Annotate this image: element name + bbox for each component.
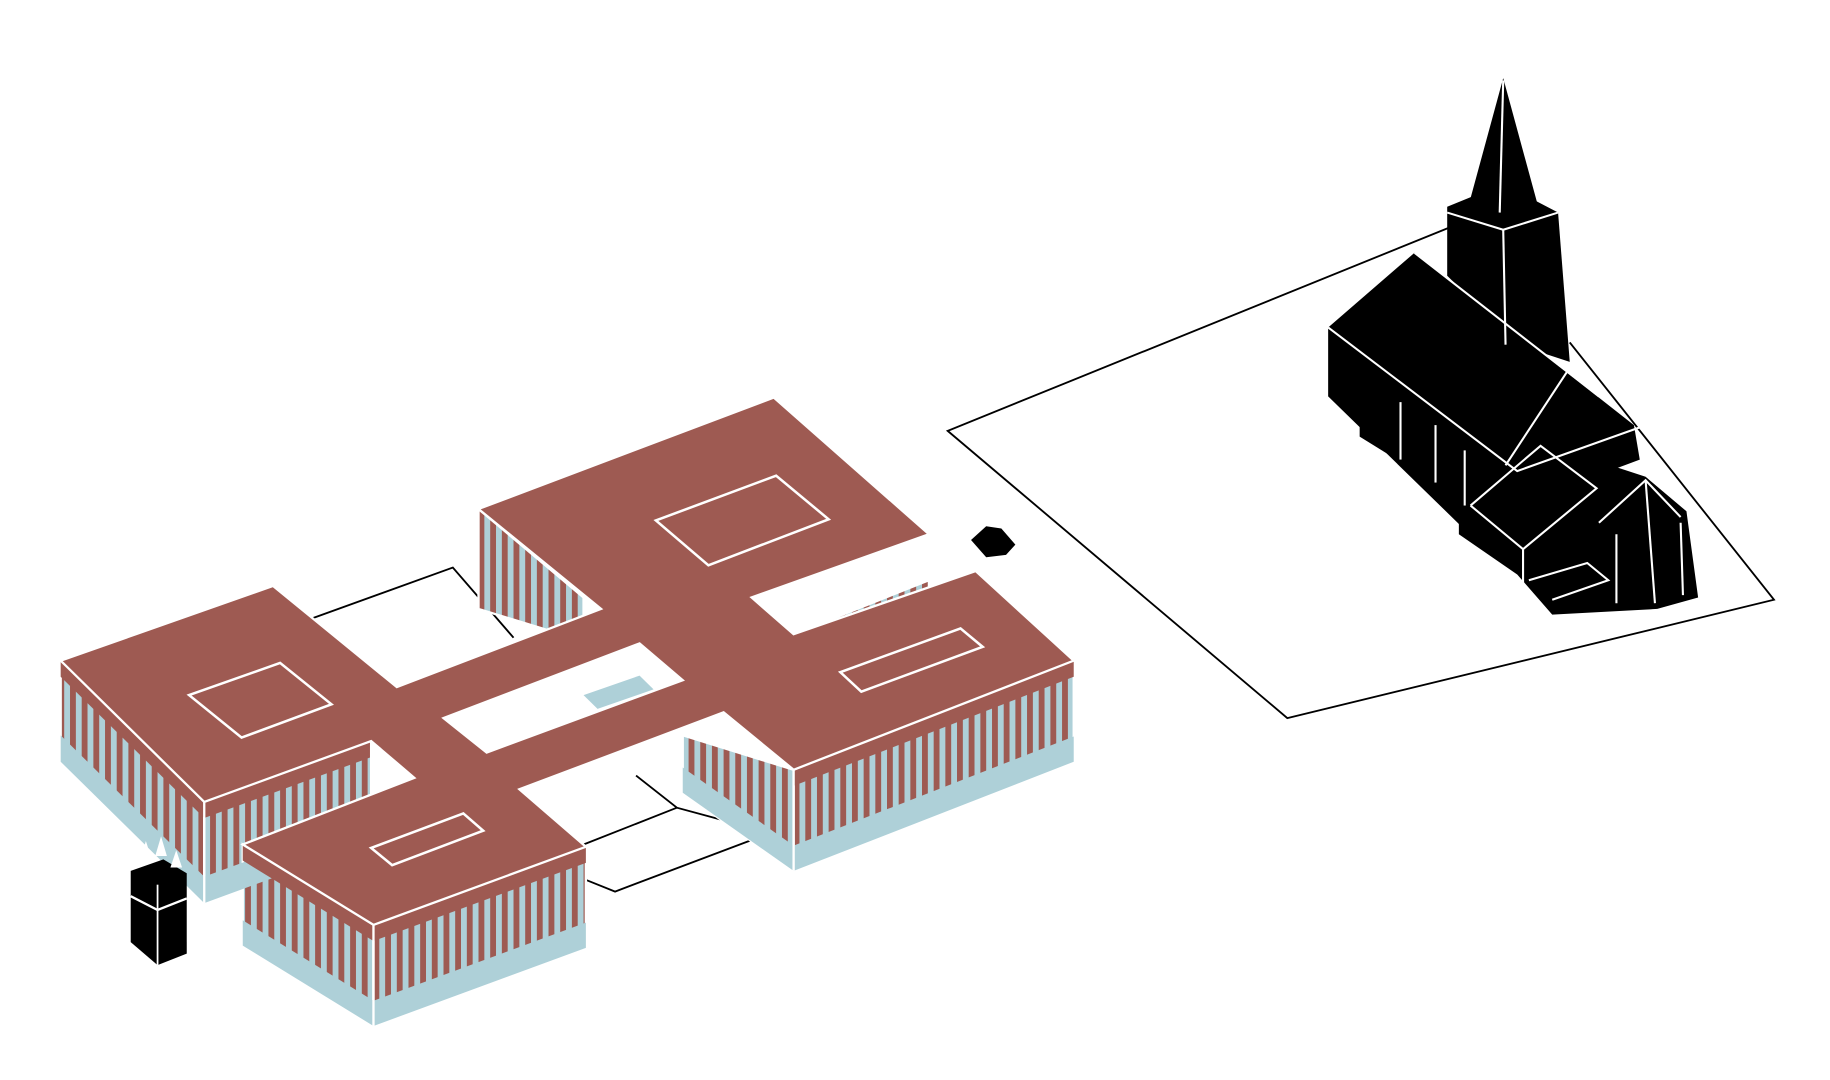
skylight [837,627,986,694]
church-plot-outline [945,226,1776,720]
church-spire [1468,78,1539,207]
facade-bands [60,660,1074,1026]
church-choir [1458,442,1699,615]
open-courtyard [441,642,685,754]
church-tower [1447,183,1570,362]
plaza-outline-mid [583,806,678,846]
roof-edges [203,741,795,1026]
church-chapel [1359,396,1471,506]
courtyard-facade [583,675,654,709]
skylight [653,474,832,567]
small-tower-icon [130,836,188,966]
main-building-roof [58,396,1076,927]
skylight [368,811,486,867]
church-icon [1327,78,1699,615]
small-object-icon [971,526,1016,558]
roof-skylights [186,474,986,867]
skylight [186,661,334,740]
